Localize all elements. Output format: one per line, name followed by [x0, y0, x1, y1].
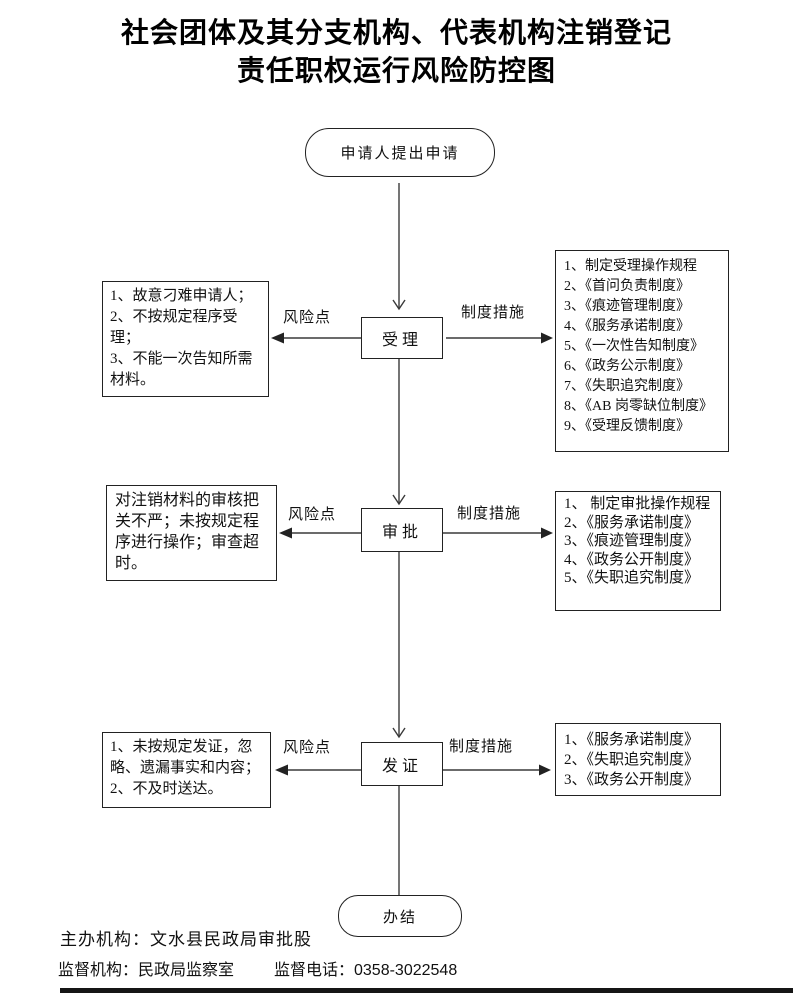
measure-label-2: 制度措施 — [457, 506, 522, 522]
measure-box-stage1: 1、制定受理操作规程 2、《首问负责制度》 3、《痕迹管理制度》 4、《服务承诺制度》… — [555, 250, 729, 452]
risk-item: 3、不能一次告知所需材料。 — [110, 351, 253, 388]
measure-item: 3、《痕迹管理制度》 — [564, 299, 690, 314]
risk-item: 对注销材料的审核把关不严；未按规定程序进行操作；审查超时。 — [115, 492, 260, 572]
measure-box-stage3: 1、《服务承诺制度》 2、《失职追究制度》 3、《政务公开制度》 — [555, 723, 721, 796]
stage-node-shenpi: 审批 — [361, 508, 443, 552]
measure-label-3: 制度措施 — [449, 739, 514, 755]
stage-node-shouli: 受理 — [361, 317, 443, 359]
measure-item: 3、《政务公开制度》 — [564, 772, 700, 788]
risk-item: 1、故意刁难申请人； — [110, 288, 253, 304]
risk-item: 2、不按规定程序受理； — [110, 309, 238, 346]
risk-point-label-3: 风险点 — [283, 740, 332, 756]
page-title: 社会团体及其分支机构、代表机构注销登记 责任职权运行风险防控图 — [0, 14, 793, 90]
measure-item: 1、 制定审批操作规程 — [564, 496, 711, 512]
risk-point-label-1: 风险点 — [283, 310, 332, 326]
measure-item: 8、《AB 岗零缺位制度》 — [564, 399, 713, 414]
measure-item: 9、《受理反馈制度》 — [564, 419, 690, 434]
measure-box-stage2: 1、 制定审批操作规程 2、《服务承诺制度》 3、《痕迹管理制度》 4、《政务公开制度… — [555, 491, 721, 611]
title-line-1: 社会团体及其分支机构、代表机构注销登记 — [120, 17, 672, 48]
measure-item: 5、《一次性告知制度》 — [564, 339, 704, 354]
measure-item: 4、《服务承诺制度》 — [564, 319, 690, 334]
measure-item: 3、《痕迹管理制度》 — [564, 533, 700, 549]
risk-box-stage3: 1、未按规定发证，忽略、遗漏事实和内容； 2、不及时送达。 — [102, 732, 271, 808]
supervisor-phone-text: 监督电话：0358-3022548 — [274, 962, 458, 979]
measure-item: 2、《首问负责制度》 — [564, 279, 690, 294]
measure-item: 2、《失职追究制度》 — [564, 752, 700, 768]
risk-item: 1、未按规定发证，忽略、遗漏事实和内容； — [110, 739, 261, 776]
risk-box-stage2: 对注销材料的审核把关不严；未按规定程序进行操作；审查超时。 — [106, 485, 277, 581]
measure-item: 4、《政务公开制度》 — [564, 551, 700, 568]
supervisor-text: 监督机构：民政局监察室 — [58, 962, 235, 979]
risk-box-stage1: 1、故意刁难申请人； 2、不按规定程序受理； 3、不能一次告知所需材料。 — [102, 281, 269, 397]
measure-label-1: 制度措施 — [461, 305, 526, 321]
start-node: 申请人提出申请 — [305, 128, 495, 177]
end-node: 办结 — [338, 895, 462, 937]
measure-item: 7、《失职追究制度》 — [564, 379, 690, 394]
title-line-2: 责任职权运行风险防控图 — [236, 55, 556, 86]
measure-item: 1、《服务承诺制度》 — [564, 732, 700, 748]
measure-item: 1、制定受理操作规程 — [564, 259, 697, 274]
measure-item: 5、《失职追究制度》 — [564, 570, 700, 586]
stage-node-fazheng: 发证 — [361, 742, 443, 786]
measure-item: 6、《政务公示制度》 — [564, 359, 690, 374]
risk-item: 2、不及时送达。 — [110, 781, 223, 797]
measure-item: 2、《服务承诺制度》 — [564, 514, 700, 531]
bottom-border-line — [60, 988, 793, 993]
organizer-text: 主办机构：文水县民政局审批股 — [60, 930, 312, 949]
risk-point-label-2: 风险点 — [288, 507, 337, 523]
